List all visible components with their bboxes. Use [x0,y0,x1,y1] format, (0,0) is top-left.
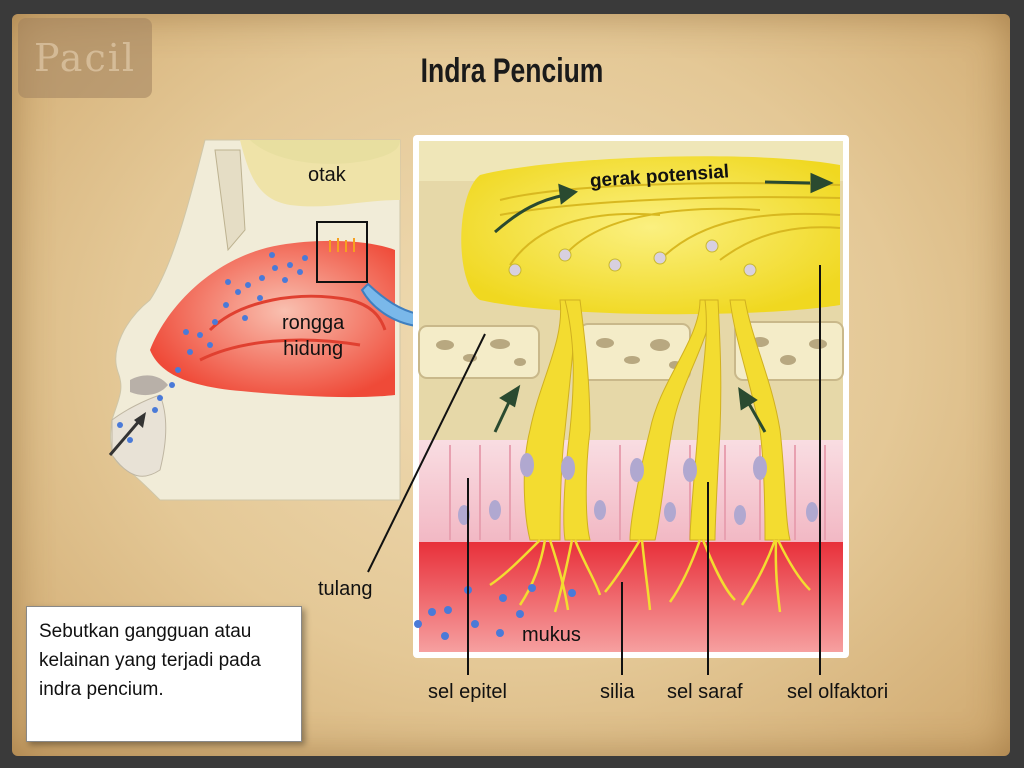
label-sel-olfaktori: sel olfaktori [787,681,889,703]
label-silia: silia [600,681,635,703]
label-sel-epitel: sel epitel [428,681,507,703]
cilia [489,539,811,613]
odor-molecules [414,584,576,640]
logo-text: Pacil [33,36,137,80]
label-sel-saraf: sel saraf [667,681,743,703]
label-tulang: tulang [318,578,373,600]
leader-lines [367,265,821,675]
head-cross-section [108,139,401,501]
label-mukus: mukus [522,624,581,646]
olfactory-epithelium-panel [367,135,849,675]
olfactory-neurons [523,299,791,541]
question-box: Sebutkan gangguan atau kelainan yang ter… [26,606,302,742]
zoom-box [316,221,368,283]
bone-plates [418,321,844,381]
label-otak: otak [308,164,346,186]
label-rongga-hidung: rongga hidung [282,312,345,360]
direction-arrows [493,172,834,433]
logo: Pacil [18,18,152,98]
mucus-layer [419,542,843,652]
slide-title: Indra Pencium [420,52,604,90]
